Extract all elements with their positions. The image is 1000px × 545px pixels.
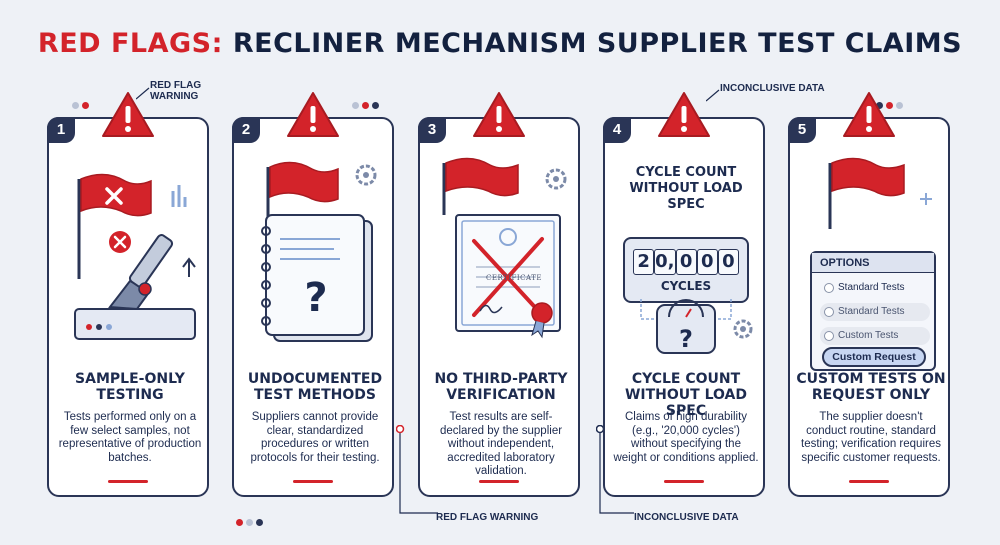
- callout-line: [706, 89, 720, 102]
- card-description: Suppliers cannot provide clear, standard…: [250, 411, 380, 464]
- counter-digit: 2: [633, 249, 655, 275]
- crossed-certificate-icon: [442, 157, 567, 339]
- decor-dots: [72, 96, 92, 114]
- callout-line: [396, 425, 438, 514]
- gear-icon: [733, 319, 753, 339]
- card-undocumented-test-methods: 2 ? UNDOCUMENTED TEST METHODS Suppliers …: [232, 92, 394, 497]
- card-sample-only-testing: 1 SAMPLE-ONLY TESTING Tests performed on…: [47, 92, 209, 497]
- card-underline: [664, 480, 704, 483]
- card-underline: [108, 480, 148, 483]
- counter-digit: 0: [717, 249, 739, 275]
- callout-line: [136, 87, 150, 100]
- card-number: 1: [47, 117, 75, 143]
- svg-text:?: ?: [304, 275, 327, 321]
- red-flag-icon: [269, 161, 339, 203]
- warning-icon: [473, 92, 525, 137]
- card-description: Claims of high durability (e.g., '20,000…: [613, 411, 759, 464]
- cycle-counter-icon: CYCLE COUNT WITHOUT LOAD SPEC 2 0, 0 0 0…: [611, 149, 761, 354]
- callout-inconclusive-bottom: INCONCLUSIVE DATA: [634, 512, 739, 523]
- option-custom-tests[interactable]: Custom Tests: [820, 327, 930, 345]
- card-no-third-party-verification: 3 CERTIFICATE NO THIRD-PARTY VERIFICATIO…: [418, 92, 580, 497]
- scale-question-icon: ?: [640, 299, 753, 354]
- card-cycle-count-without-load-spec: 4 CYCLE COUNT WITHOUT LOAD SPEC 2 0, 0 0…: [603, 92, 765, 497]
- cycle-counter: 2 0, 0 0 0 CYCLES: [623, 237, 749, 303]
- card-description: Tests performed only on a few select sam…: [58, 411, 202, 464]
- title-navy-part: RECLINER MECHANISM SUPPLIER TEST CLAIMS: [232, 28, 963, 59]
- card-custom-tests-on-request-only: 5 OPTIONS Standard Tests Standard Tests …: [788, 92, 950, 497]
- card-underline: [849, 480, 889, 483]
- card-description: Test results are self-declared by the su…: [439, 411, 563, 477]
- notebook-question-icon: ?: [261, 161, 377, 342]
- callout-red-flag-warning-bottom: RED FLAG WARNING: [436, 512, 539, 523]
- warning-icon: [102, 92, 154, 137]
- card-number: 2: [232, 117, 260, 143]
- card-number: 4: [603, 117, 631, 143]
- options-header: OPTIONS: [812, 253, 934, 273]
- options-panel-icon: OPTIONS Standard Tests Standard Tests Cu…: [796, 149, 946, 371]
- options-panel: OPTIONS Standard Tests Standard Tests Cu…: [810, 251, 936, 371]
- art-heading: CYCLE COUNT WITHOUT LOAD SPEC: [629, 165, 743, 212]
- warning-icon: [287, 92, 339, 137]
- decor-dots: [352, 96, 382, 114]
- gear-icon: [355, 164, 377, 186]
- card-number: 3: [418, 117, 446, 143]
- card-heading: NO THIRD-PARTY VERIFICATION: [434, 371, 568, 403]
- decor-dots: [236, 513, 266, 531]
- callout-inconclusive-top: INCONCLUSIVE DATA: [720, 83, 825, 94]
- card-heading: UNDOCUMENTED TEST METHODS: [247, 371, 383, 403]
- custom-request-button[interactable]: Custom Request: [822, 347, 926, 367]
- red-flag-icon: [445, 157, 519, 197]
- certificate-label: CERTIFICATE: [486, 274, 542, 282]
- warning-icon: [843, 92, 895, 137]
- recliner-mechanism-icon: [74, 173, 196, 340]
- card-heading: SAMPLE-ONLY TESTING: [75, 371, 185, 403]
- counter-digit: 0: [675, 249, 697, 275]
- option-standard-tests-dim[interactable]: Standard Tests: [820, 303, 930, 321]
- x-mark-icon: [105, 187, 123, 205]
- counter-digit: 0: [696, 249, 718, 275]
- callout-red-flag-warning-top: RED FLAG WARNING: [150, 80, 202, 102]
- red-flag-icon: [828, 157, 932, 229]
- page-title: RED FLAGS: RECLINER MECHANISM SUPPLIER T…: [0, 28, 1000, 59]
- card-number: 5: [788, 117, 816, 143]
- decor-dots: [876, 96, 906, 114]
- warning-icon: [658, 92, 710, 137]
- card-underline: [479, 480, 519, 483]
- counter-label: CYCLES: [660, 279, 712, 293]
- card-description: The supplier doesn't conduct routine, st…: [801, 411, 941, 464]
- card-heading: CYCLE COUNT WITHOUT LOAD SPEC: [624, 371, 747, 419]
- card-underline: [293, 480, 333, 483]
- title-red-part: RED FLAGS:: [37, 28, 223, 59]
- option-standard-tests[interactable]: Standard Tests: [820, 279, 930, 297]
- card-heading: CUSTOM TESTS ON REQUEST ONLY: [796, 371, 946, 403]
- counter-digit: 0,: [654, 249, 676, 275]
- svg-text:?: ?: [679, 325, 693, 353]
- gear-icon: [545, 168, 567, 190]
